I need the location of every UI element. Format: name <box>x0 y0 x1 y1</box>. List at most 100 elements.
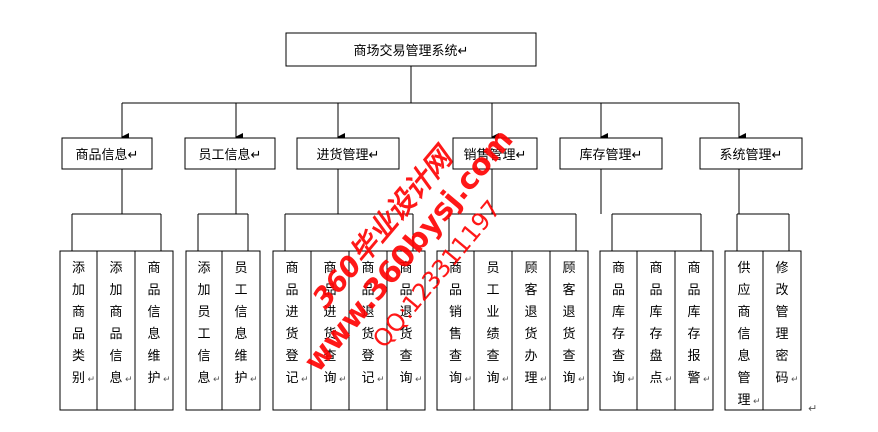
leaf-char: 商 <box>687 261 700 276</box>
module-box <box>296 137 400 170</box>
leaf-char: 息 <box>234 326 247 342</box>
leaf-char: 询 <box>562 371 575 386</box>
leaf-char: 息 <box>147 326 160 342</box>
paragraph-mark: ↵ <box>88 375 96 385</box>
leaf-group-box <box>185 250 261 411</box>
paragraph-mark: ↵ <box>753 397 761 407</box>
leaf-char: 货 <box>562 326 575 342</box>
root-node: 商场交易管理系统↵ <box>285 32 537 67</box>
leaf-char: 护 <box>147 371 160 386</box>
leaf-char: 客 <box>524 282 537 298</box>
leaf-char: 库 <box>687 304 700 320</box>
module-node-5: 库存管理↵ <box>559 137 663 170</box>
leaf-char: 商 <box>649 261 662 276</box>
module-label: 系统管理↵ <box>720 148 783 163</box>
leaf-char: 管 <box>737 371 750 386</box>
leaf-char: 理 <box>737 393 750 408</box>
paragraph-mark: ↵ <box>703 375 711 385</box>
leaf-char: 理 <box>524 371 537 386</box>
leaf-char: 商 <box>612 261 625 276</box>
paragraph-mark: ↵ <box>415 375 423 385</box>
leaf-char: 退 <box>399 305 412 320</box>
leaf-char: 进 <box>285 305 298 320</box>
leaf-group-box <box>599 250 714 411</box>
leaf-char: 商 <box>72 305 85 320</box>
leaf-char: 商 <box>737 305 750 320</box>
leaf-char: 工 <box>234 283 247 298</box>
leaf-char: 员 <box>197 305 210 320</box>
leaf-char: 商 <box>323 261 336 276</box>
paragraph-mark: ↵ <box>250 375 258 385</box>
leaf-char: 员 <box>486 261 499 276</box>
module-box <box>452 137 538 170</box>
paragraph-mark: ↵ <box>540 375 548 385</box>
leaf-char: 绩 <box>486 327 499 342</box>
leaf-char: 品 <box>649 283 662 298</box>
leaf-char: 类 <box>72 349 85 364</box>
leaf-char: 密 <box>775 348 788 364</box>
leaf-char: 商 <box>109 305 122 320</box>
leaf-char: 品 <box>72 327 85 342</box>
leaf-char: 息 <box>109 370 122 386</box>
module-node-2: 员工信息↵ <box>184 137 276 170</box>
paragraph-mark: ↵ <box>808 402 817 415</box>
leaf-char: 货 <box>323 326 336 342</box>
paragraph-mark: ↵ <box>578 375 586 385</box>
leaf-char: 信 <box>197 349 210 364</box>
leaf-char: 销 <box>449 305 462 320</box>
paragraph-mark: ↵ <box>125 375 133 385</box>
module-node-3: 进货管理↵ <box>296 137 400 170</box>
leaf-char: 信 <box>737 327 750 342</box>
leaf-char: 管 <box>775 305 788 320</box>
leaf-char: 码 <box>775 371 788 386</box>
leaf-char: 信 <box>234 305 247 320</box>
module-nodes: 商品信息↵员工信息↵进货管理↵销售管理↵库存管理↵系统管理↵ <box>61 137 803 170</box>
leaf-char: 存 <box>649 327 662 342</box>
paragraph-mark: ↵ <box>791 375 799 385</box>
module-node-1: 商品信息↵ <box>61 137 153 170</box>
leaf-char: 商 <box>361 261 374 276</box>
leaf-char: 品 <box>399 283 412 298</box>
leaf-char: 添 <box>197 261 210 276</box>
paragraph-mark: ↵ <box>465 375 473 385</box>
leaf-group-box <box>59 250 174 411</box>
leaf-char: 报 <box>687 349 700 364</box>
leaf-char: 查 <box>612 349 625 364</box>
leaf-char: 工 <box>197 327 210 342</box>
leaf-char: 品 <box>285 283 298 298</box>
leaf-char: 货 <box>524 326 537 342</box>
leaf-char: 登 <box>285 349 298 364</box>
leaf-char: 品 <box>109 327 122 342</box>
module-box <box>699 137 803 170</box>
leaf-char: 盘 <box>649 348 662 364</box>
leaf-char: 维 <box>234 349 247 364</box>
leaf-char: 警 <box>687 370 700 386</box>
leaf-char: 别 <box>72 371 85 386</box>
leaf-char: 应 <box>737 282 750 298</box>
module-label: 商品信息↵ <box>76 147 139 163</box>
paragraph-mark: ↵ <box>163 375 171 385</box>
leaf-char: 查 <box>449 349 462 364</box>
leaf-char: 理 <box>775 327 788 342</box>
leaf-char: 登 <box>361 349 374 364</box>
module-label: 进货管理↵ <box>317 147 380 163</box>
leaf-char: 查 <box>399 349 412 364</box>
module-box <box>61 137 153 170</box>
leaf-char: 顾 <box>562 261 575 276</box>
leaf-char: 办 <box>524 349 537 364</box>
leaf-char: 护 <box>234 371 247 386</box>
leaf-char: 商 <box>399 261 412 276</box>
leaf-char: 加 <box>72 283 85 298</box>
leaf-char: 信 <box>147 305 160 320</box>
leaf-char: 供 <box>737 261 750 276</box>
leaf-char: 改 <box>775 283 788 298</box>
